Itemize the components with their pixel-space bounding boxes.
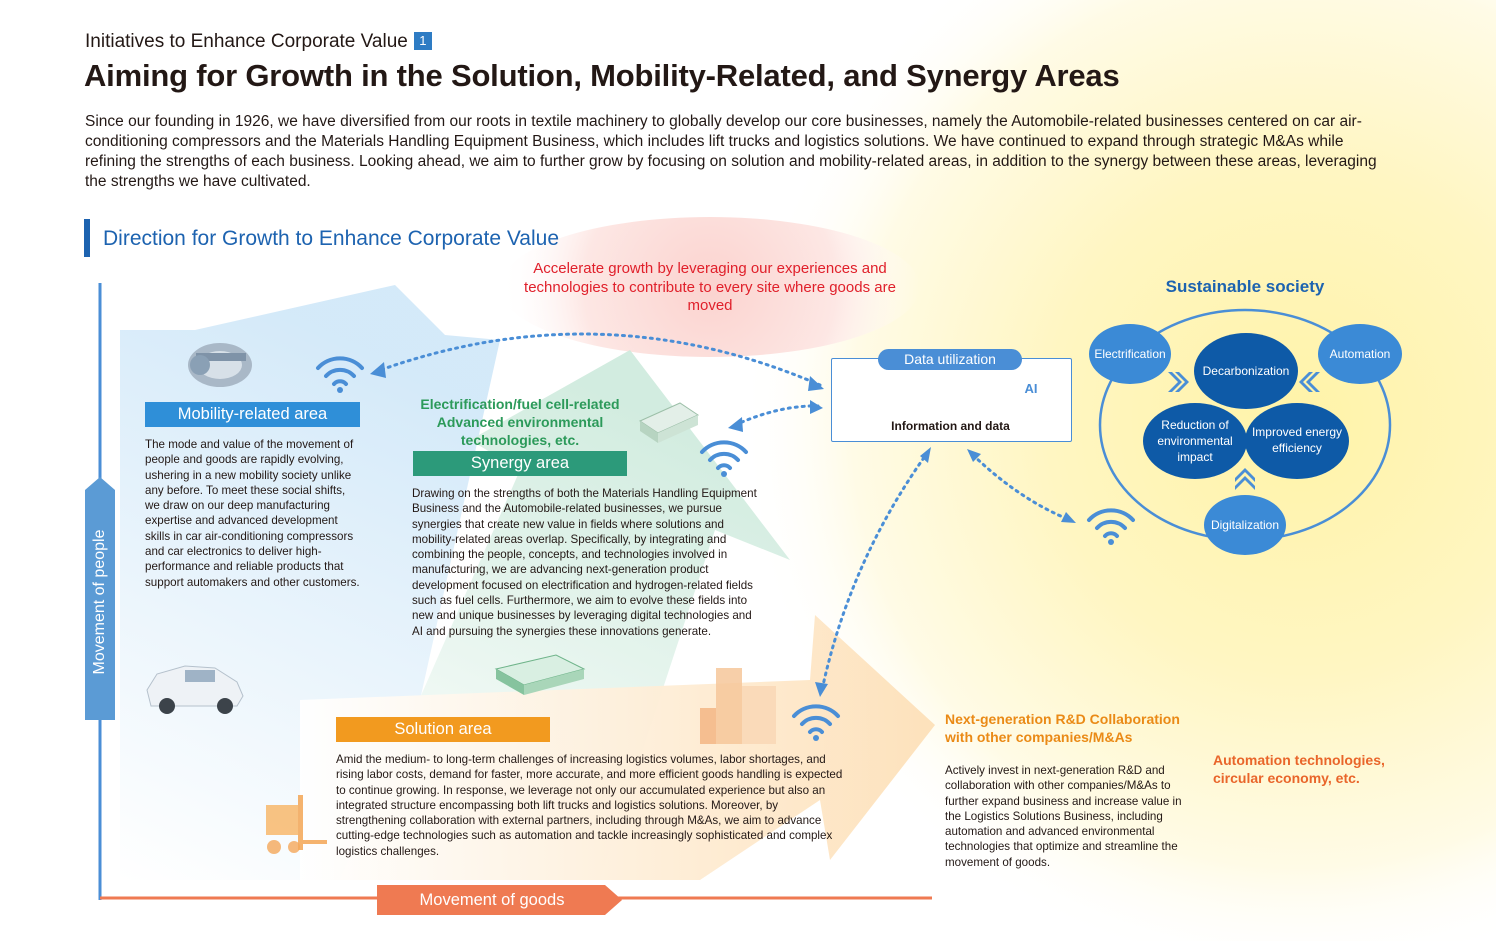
info-box <box>831 358 1072 442</box>
electrification-label: Electrification <box>1094 347 1166 361</box>
section-bar <box>84 219 90 257</box>
synergy-tech-heading: Electrification/fuel cell-related Advanc… <box>420 396 620 448</box>
accelerate-text: Accelerate growth by leveraging our expe… <box>524 260 896 314</box>
energy-label: Improved energy efficiency <box>1251 425 1343 455</box>
goods-axis-label: Movement of goods <box>419 891 565 909</box>
compressor-icon <box>188 343 252 387</box>
wifi-icon <box>316 356 364 393</box>
mobility-heading: Mobility-related area <box>145 402 360 427</box>
car-icon <box>146 665 244 714</box>
solution-arrow <box>300 615 935 880</box>
next-gen-heading: Next-generation R&D Collaboration with o… <box>945 711 1180 745</box>
wifi-icon <box>792 704 840 741</box>
automation-label: Automation <box>1329 347 1391 361</box>
decarbonization-bubble <box>1194 333 1298 409</box>
data-utilization-tab: Data utilization <box>878 349 1022 370</box>
solution-heading: Solution area <box>336 717 550 742</box>
digitalization-label: Digitalization <box>1210 518 1280 532</box>
automation-bubble <box>1318 324 1402 384</box>
connector-mobility <box>373 332 822 387</box>
energy-bubble <box>1245 403 1349 479</box>
ai-label: AI <box>1024 381 1038 396</box>
next-gen-body: Actively invest in next-generation R&D a… <box>945 764 1182 869</box>
section-title: Direction for Growth to Enhance Corporat… <box>103 227 560 250</box>
page-title: Aiming for Growth in the Solution, Mobil… <box>84 58 1120 93</box>
kicker-text: Initiatives to Enhance Corporate Value <box>85 31 408 52</box>
forklift-icon <box>266 795 327 854</box>
kicker: Initiatives to Enhance Corporate Value 1 <box>85 31 432 53</box>
fuel-cell-icon <box>638 402 700 443</box>
automated-warehouse-icon <box>700 668 776 744</box>
synergy-heading: Synergy area <box>413 451 627 476</box>
battery-icon <box>494 654 586 695</box>
kicker-badge: 1 <box>413 32 432 50</box>
intro-paragraph: Since our founding in 1926, we have dive… <box>85 113 1377 190</box>
people-axis-label-bg <box>85 477 115 720</box>
digitalization-bubble <box>1204 495 1286 555</box>
wifi-icon <box>700 440 748 477</box>
chevrons <box>1168 372 1320 490</box>
people-axis-label: Movement of people <box>91 529 108 675</box>
wifi-icon <box>1087 508 1135 545</box>
info-label: Information and data <box>891 419 1010 433</box>
synergy-body: Drawing on the strengths of both the Mat… <box>412 487 757 638</box>
sustainable-title: Sustainable society <box>1165 277 1325 296</box>
automation-tech-text: Automation technologies, circular econom… <box>1213 752 1385 786</box>
connector-society <box>971 453 1072 522</box>
accelerate-glow <box>500 217 920 357</box>
mobility-body: The mode and value of the movement of pe… <box>145 438 360 589</box>
reduction-bubble <box>1143 403 1247 479</box>
sustainable-glow <box>740 0 1496 941</box>
electrification-bubble <box>1089 324 1171 384</box>
reduction-label: Reduction of environmental impact <box>1157 418 1233 464</box>
solution-body: Amid the medium- to long-term challenges… <box>336 753 843 858</box>
goods-axis-label-bg <box>377 885 622 915</box>
decarbonization-label: Decarbonization <box>1202 364 1290 378</box>
connector-solution <box>820 450 930 692</box>
